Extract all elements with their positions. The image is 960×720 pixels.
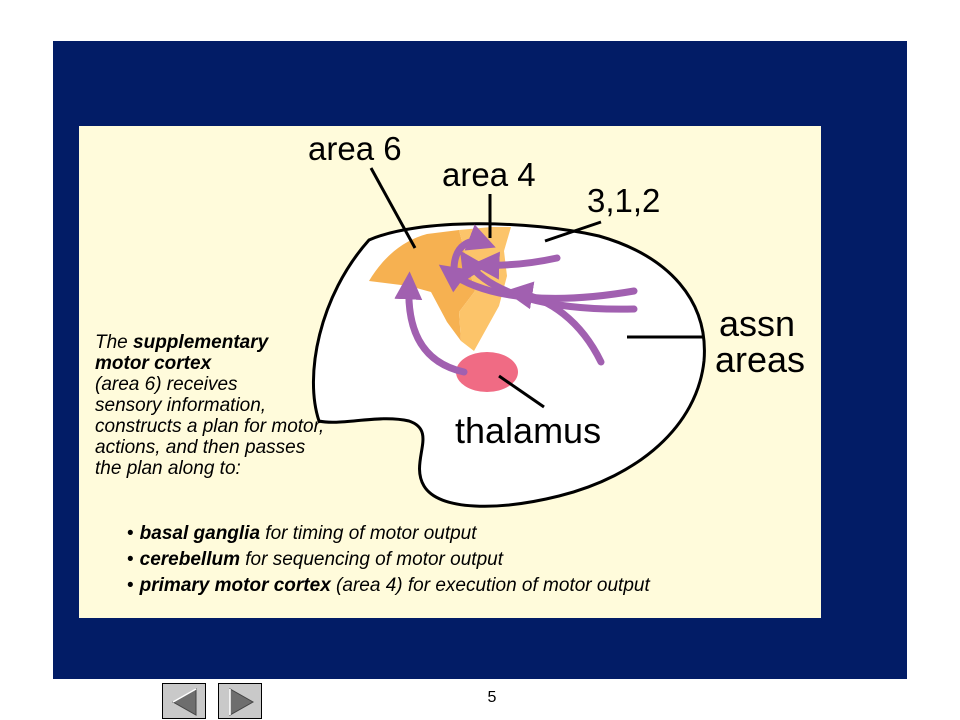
arrow-assn-to-area4 <box>504 281 605 366</box>
signal-arrows <box>394 224 638 376</box>
label-thalamus: thalamus <box>455 410 602 451</box>
diagram-panel: area 6 area 4 3,1,2 assn areas thalamus … <box>79 126 821 618</box>
label-areas: areas <box>715 339 806 380</box>
desc-line5: constructs a plan for motor, <box>95 416 325 437</box>
bullet-item: •primary motor cortex (area 4) for execu… <box>127 575 650 596</box>
desc-line6: actions, and then passes <box>95 437 306 458</box>
description-text: The supplementary motor cortex (area 6) … <box>95 332 324 479</box>
brain-diagram <box>311 167 706 508</box>
previous-slide-button[interactable] <box>162 683 206 719</box>
bullet-term: cerebellum <box>139 549 240 570</box>
thalamus-shape <box>456 352 518 392</box>
desc-line1-prefix: The <box>95 332 134 353</box>
bullet-text: (area 4) for execution of motor output <box>330 575 650 596</box>
label-area-4: area 4 <box>442 156 536 193</box>
desc-line4: sensory information, <box>95 395 267 416</box>
triangle-left-icon <box>171 688 197 716</box>
triangle-right-icon <box>229 688 255 716</box>
bullet-item: •cerebellum for sequencing of motor outp… <box>127 549 503 570</box>
arrow-thalamus-to-area6 <box>394 271 468 376</box>
bullet-list: •basal ganglia for timing of motor outpu… <box>127 521 650 599</box>
desc-term-supplementary: supplementary <box>133 332 269 353</box>
bullet-text: for timing of motor output <box>260 523 477 544</box>
somato-pointer <box>544 220 602 243</box>
bullet-term: primary motor cortex <box>139 575 331 596</box>
label-area-6: area 6 <box>308 130 402 167</box>
bullet-text: for sequencing of motor output <box>239 549 503 570</box>
arrow-somato-to-area4 <box>471 251 561 280</box>
label-somatosensory: 3,1,2 <box>587 182 661 219</box>
label-assn: assn <box>719 303 796 344</box>
desc-term-motor-cortex: motor cortex <box>95 353 212 374</box>
thalamus-pointer <box>498 374 545 409</box>
bullet-term: basal ganglia <box>139 523 261 544</box>
page-number: 5 <box>487 689 497 706</box>
area-6-pointer <box>369 167 417 249</box>
slide-navigation <box>162 683 262 719</box>
desc-line7: the plan along to: <box>95 458 241 479</box>
next-slide-button[interactable] <box>218 683 262 719</box>
bullet-item: •basal ganglia for timing of motor outpu… <box>127 523 477 544</box>
arrow-area6-to-area4-loop <box>450 224 496 272</box>
desc-line3: (area 6) receives <box>95 374 238 395</box>
